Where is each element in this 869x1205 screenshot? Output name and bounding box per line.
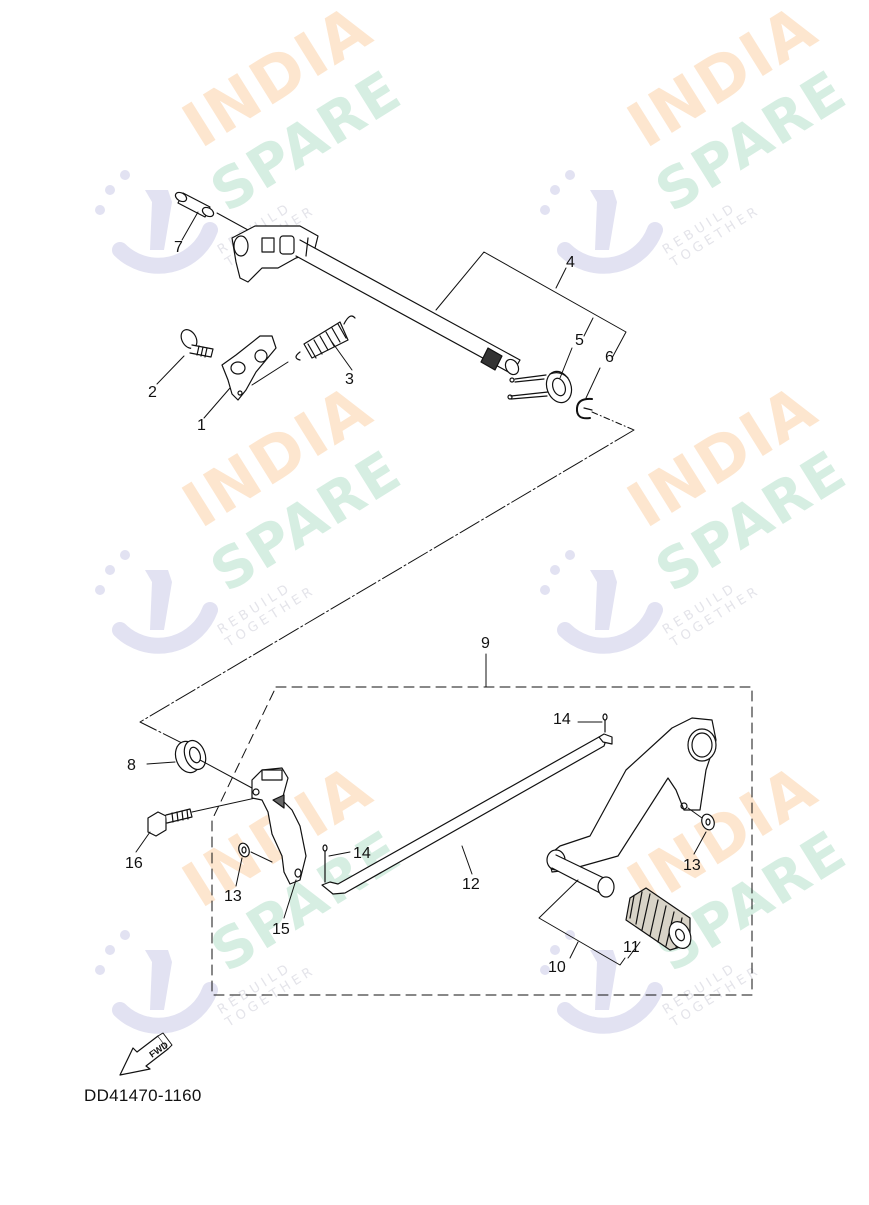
leader-15 [283, 879, 297, 919]
callout-c4: 4 [566, 254, 575, 271]
part-1-stopper-lever [221, 335, 277, 401]
leader-13-left [235, 857, 243, 887]
callout-c11: 11 [623, 939, 640, 956]
leader-3 [331, 341, 353, 371]
leader-13-right [693, 831, 707, 855]
part-14-cotter-pin-left [322, 844, 328, 883]
callout-c3: 3 [345, 371, 354, 388]
callout-c2: 2 [148, 384, 157, 401]
callout-c15: 15 [272, 921, 290, 938]
part-13-washer-right [687, 807, 715, 831]
forward-direction-arrow-icon: FWD [119, 1032, 173, 1076]
bracket-10 [538, 879, 626, 966]
leader-12 [461, 845, 473, 875]
part-15-shift-arm [251, 767, 307, 885]
part-5-return-spring [507, 370, 573, 404]
leader-16 [135, 831, 151, 853]
assembly-connector-line [139, 429, 635, 745]
leader-6 [585, 367, 601, 399]
callout-c5: 5 [575, 332, 584, 349]
part-16-bolt [147, 808, 193, 837]
callout-c13b: 13 [683, 857, 701, 874]
kit-boundary-9 [211, 686, 753, 996]
leader-11 [627, 941, 641, 959]
part-8-oil-seal [174, 739, 207, 774]
leader-8 [146, 761, 176, 765]
shift-shaft-lever [231, 225, 319, 283]
part-2-bolt [180, 329, 214, 358]
leader-1 [203, 387, 231, 419]
diagram-reference-code: DD41470-1160 [84, 1086, 202, 1105]
part-11-pedal-rubber [625, 887, 692, 951]
part-10-shift-pedal [546, 717, 717, 898]
part-13-washer-left [238, 842, 273, 863]
part-6-circlip [575, 397, 635, 431]
leader-2 [156, 355, 185, 385]
callout-c9: 9 [481, 635, 490, 652]
callout-c10: 10 [548, 959, 566, 976]
callout-c12: 12 [462, 876, 480, 893]
part-12-shift-rod [321, 733, 613, 895]
part-7-pin [174, 191, 249, 231]
callout-c1: 1 [197, 417, 206, 434]
leader-5 [559, 347, 573, 379]
callout-c16: 16 [125, 855, 143, 872]
callout-c6: 6 [605, 349, 614, 366]
callout-c13a: 13 [224, 888, 242, 905]
bracket-4 [435, 251, 627, 359]
leader-7 [181, 211, 199, 241]
callout-c7: 7 [174, 239, 183, 256]
part-14-cotter-pin-right [602, 713, 608, 733]
callout-c14a: 14 [353, 845, 371, 862]
callout-c14b: 14 [553, 711, 571, 728]
part-4-shift-shaft [295, 237, 521, 376]
leader-14-left [328, 851, 351, 857]
callout-c8: 8 [127, 757, 136, 774]
part-3-tension-spring [295, 315, 356, 361]
